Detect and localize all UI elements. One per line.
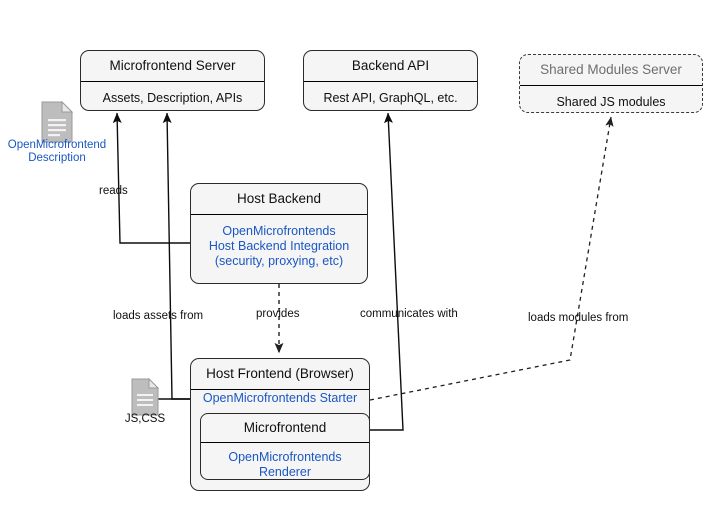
node-body: Assets, Description, APIs — [102, 90, 243, 105]
document-icon — [40, 100, 74, 148]
node-body-line-1: OpenMicrofrontends — [222, 223, 336, 238]
edge-reads — [112, 112, 190, 244]
openmicrofrontend-description-caption: OpenMicrofrontend Description — [2, 139, 112, 165]
node-body-line-3: (security, proxying, etc) — [214, 253, 344, 268]
node-backend-api[interactable]: Backend API Rest API, GraphQL, etc. — [303, 50, 478, 111]
edge-loads-assets-from — [162, 112, 190, 400]
document-icon — [130, 377, 160, 421]
node-body: Rest API, GraphQL, etc. — [323, 90, 458, 105]
edge-label-communicates-with: communicates with — [360, 308, 458, 320]
node-host-backend[interactable]: Host Backend OpenMicrofrontends Host Bac… — [190, 183, 368, 284]
js-css-caption: JS,CSS — [124, 413, 166, 425]
node-microfrontend-server[interactable]: Microfrontend Server Assets, Description… — [80, 50, 265, 111]
node-microfrontend[interactable]: Microfrontend OpenMicrofrontends Rendere… — [200, 413, 370, 480]
node-body: OpenMicrofrontends Renderer — [201, 443, 369, 480]
node-header: Host Backend — [191, 184, 367, 215]
node-header: Backend API — [304, 51, 477, 82]
node-header: Microfrontend Server — [81, 51, 264, 82]
caption-line-2: Description — [28, 152, 86, 164]
node-body-line-2: Host Backend Integration — [208, 238, 350, 253]
openmicrofrontends-starter-label: OpenMicrofrontends Starter — [202, 391, 358, 405]
edge-label-provides: provides — [256, 308, 300, 320]
node-body: OpenMicrofrontends Host Backend Integrat… — [191, 215, 367, 279]
node-body: Shared JS modules — [556, 94, 666, 109]
edge-label-reads: reads — [99, 185, 128, 197]
node-header: Host Frontend (Browser) — [191, 359, 369, 390]
edge-label-loads-modules-from: loads modules from — [528, 312, 629, 324]
node-shared-modules-server[interactable]: Shared Modules Server Shared JS modules — [519, 54, 703, 113]
node-body-line-2: Renderer — [258, 464, 312, 479]
edge-loads-modules-from — [369, 116, 614, 401]
node-header: Microfrontend — [201, 414, 369, 443]
caption-line-1: OpenMicrofrontend — [7, 139, 107, 151]
node-header: Shared Modules Server — [520, 55, 702, 86]
node-body-line-1: OpenMicrofrontends — [228, 449, 342, 464]
edge-communicates-with — [370, 112, 404, 431]
edge-label-loads-assets-from: loads assets from — [113, 310, 204, 322]
